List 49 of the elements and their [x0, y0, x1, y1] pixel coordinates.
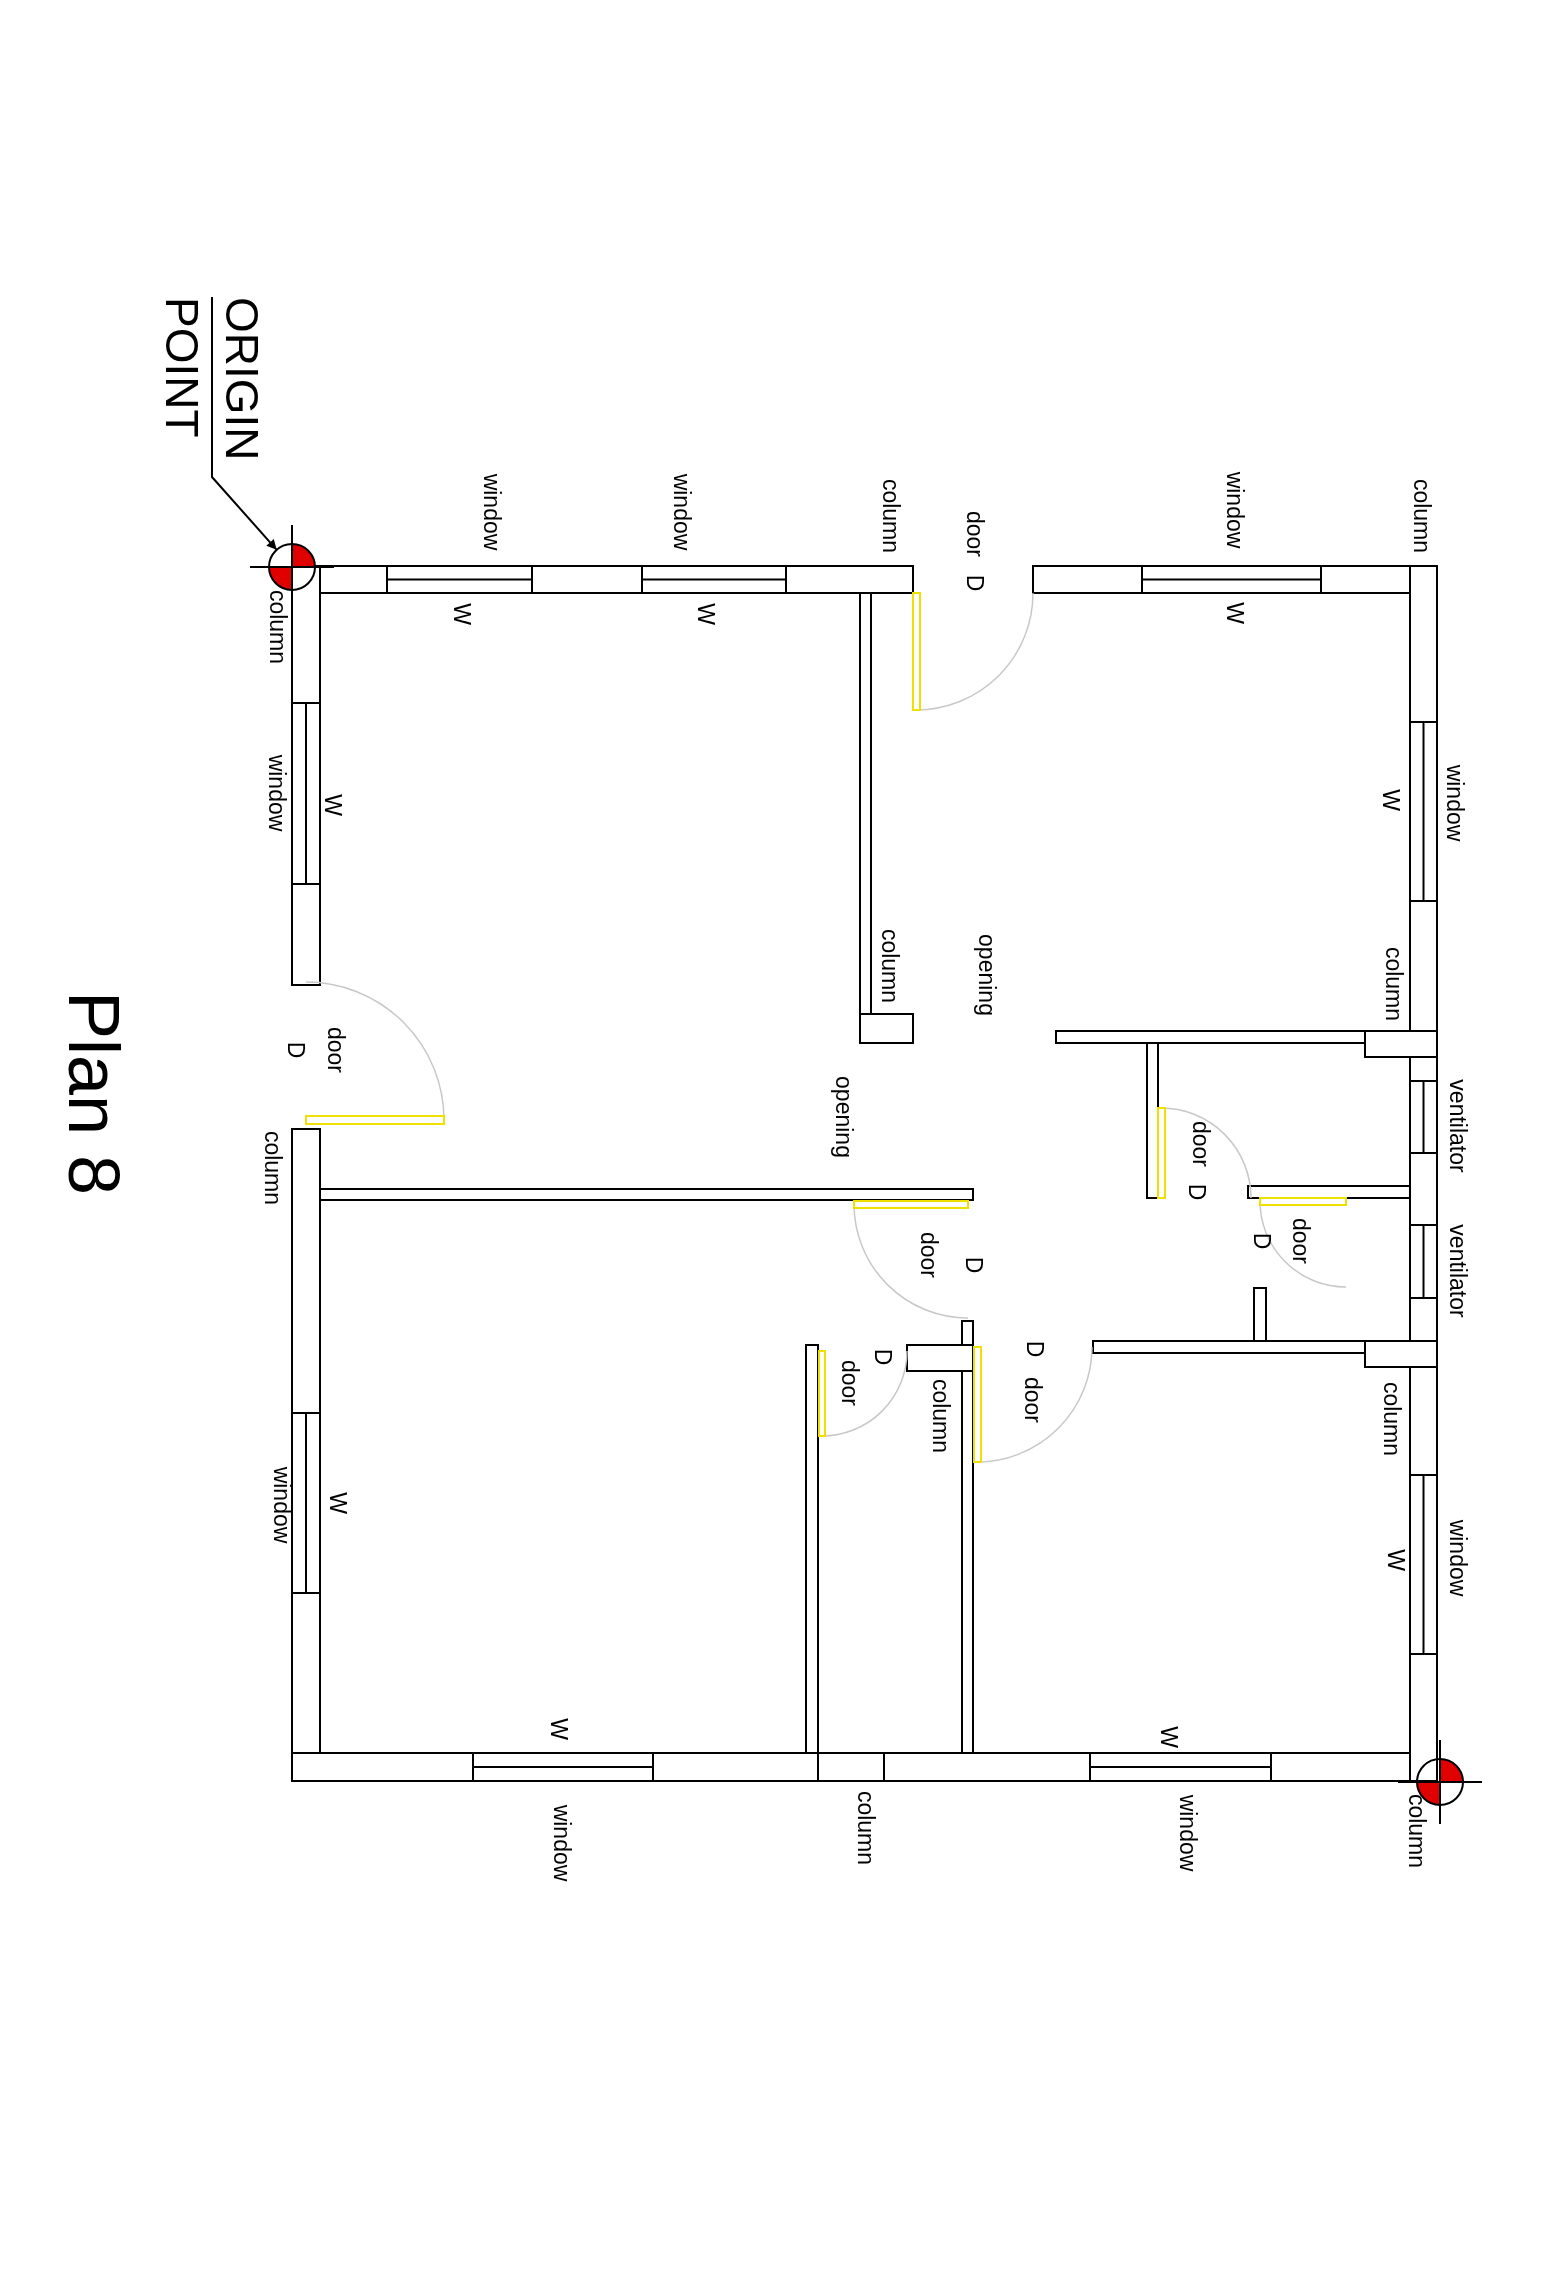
plan-label: window [479, 473, 505, 551]
plan-label: D [1022, 1340, 1048, 1358]
plan-label: column [928, 1378, 954, 1454]
plan-label: window [1445, 1519, 1471, 1597]
plan-label: W [1378, 789, 1404, 811]
plan-label: door [323, 1027, 349, 1073]
plan-label: window [269, 1466, 295, 1544]
plan-label: column [878, 478, 904, 554]
plan-label: door [837, 1360, 863, 1406]
plan-label: D [1184, 1183, 1210, 1201]
plan-label: W [320, 794, 346, 816]
plan-label: door [1188, 1121, 1214, 1167]
plan-label: column [1379, 1381, 1405, 1457]
plan-label: ventilator [1445, 1224, 1471, 1318]
plan-label: D [1249, 1232, 1275, 1250]
plan-label: window [264, 754, 290, 832]
plan-label: window [1442, 764, 1468, 842]
plan-label: column [1404, 1793, 1430, 1869]
leader-line [211, 296, 278, 551]
plan-label: door [1020, 1377, 1046, 1423]
plan-label: opening [831, 1076, 857, 1158]
plan-label: W [1222, 602, 1248, 624]
plan-label: column [1381, 946, 1407, 1022]
plan-title: Plan 8 [54, 990, 134, 1196]
plan-label: column [853, 1790, 879, 1866]
plan-label: D [961, 1256, 987, 1274]
plan-label: D [283, 1041, 309, 1059]
plan-label: W [693, 603, 719, 625]
plan-label: window [549, 1804, 575, 1882]
plan-label: window [1175, 1794, 1201, 1872]
plan-label: D [962, 574, 988, 592]
plan-label: column [265, 589, 291, 665]
plan-label: ventilator [1445, 1079, 1471, 1173]
plan-label: W [449, 603, 475, 625]
origin-label: ORIGIN POINT [152, 297, 272, 477]
plan-label: window [1222, 471, 1248, 549]
plan-label: column [260, 1130, 286, 1206]
plan-label: D [870, 1348, 896, 1366]
plan-label: door [1288, 1218, 1314, 1264]
plan-label: window [669, 473, 695, 551]
plan-label: column [1409, 478, 1435, 554]
plan-label: W [325, 1492, 351, 1514]
plan-label: column [877, 928, 903, 1004]
plan-label: door [916, 1232, 942, 1278]
plan-label: door [962, 511, 988, 557]
plan-label: W [546, 1718, 572, 1740]
plan-label: opening [974, 934, 1000, 1016]
plan-label: W [1156, 1726, 1182, 1748]
plan-label: W [1383, 1549, 1409, 1571]
